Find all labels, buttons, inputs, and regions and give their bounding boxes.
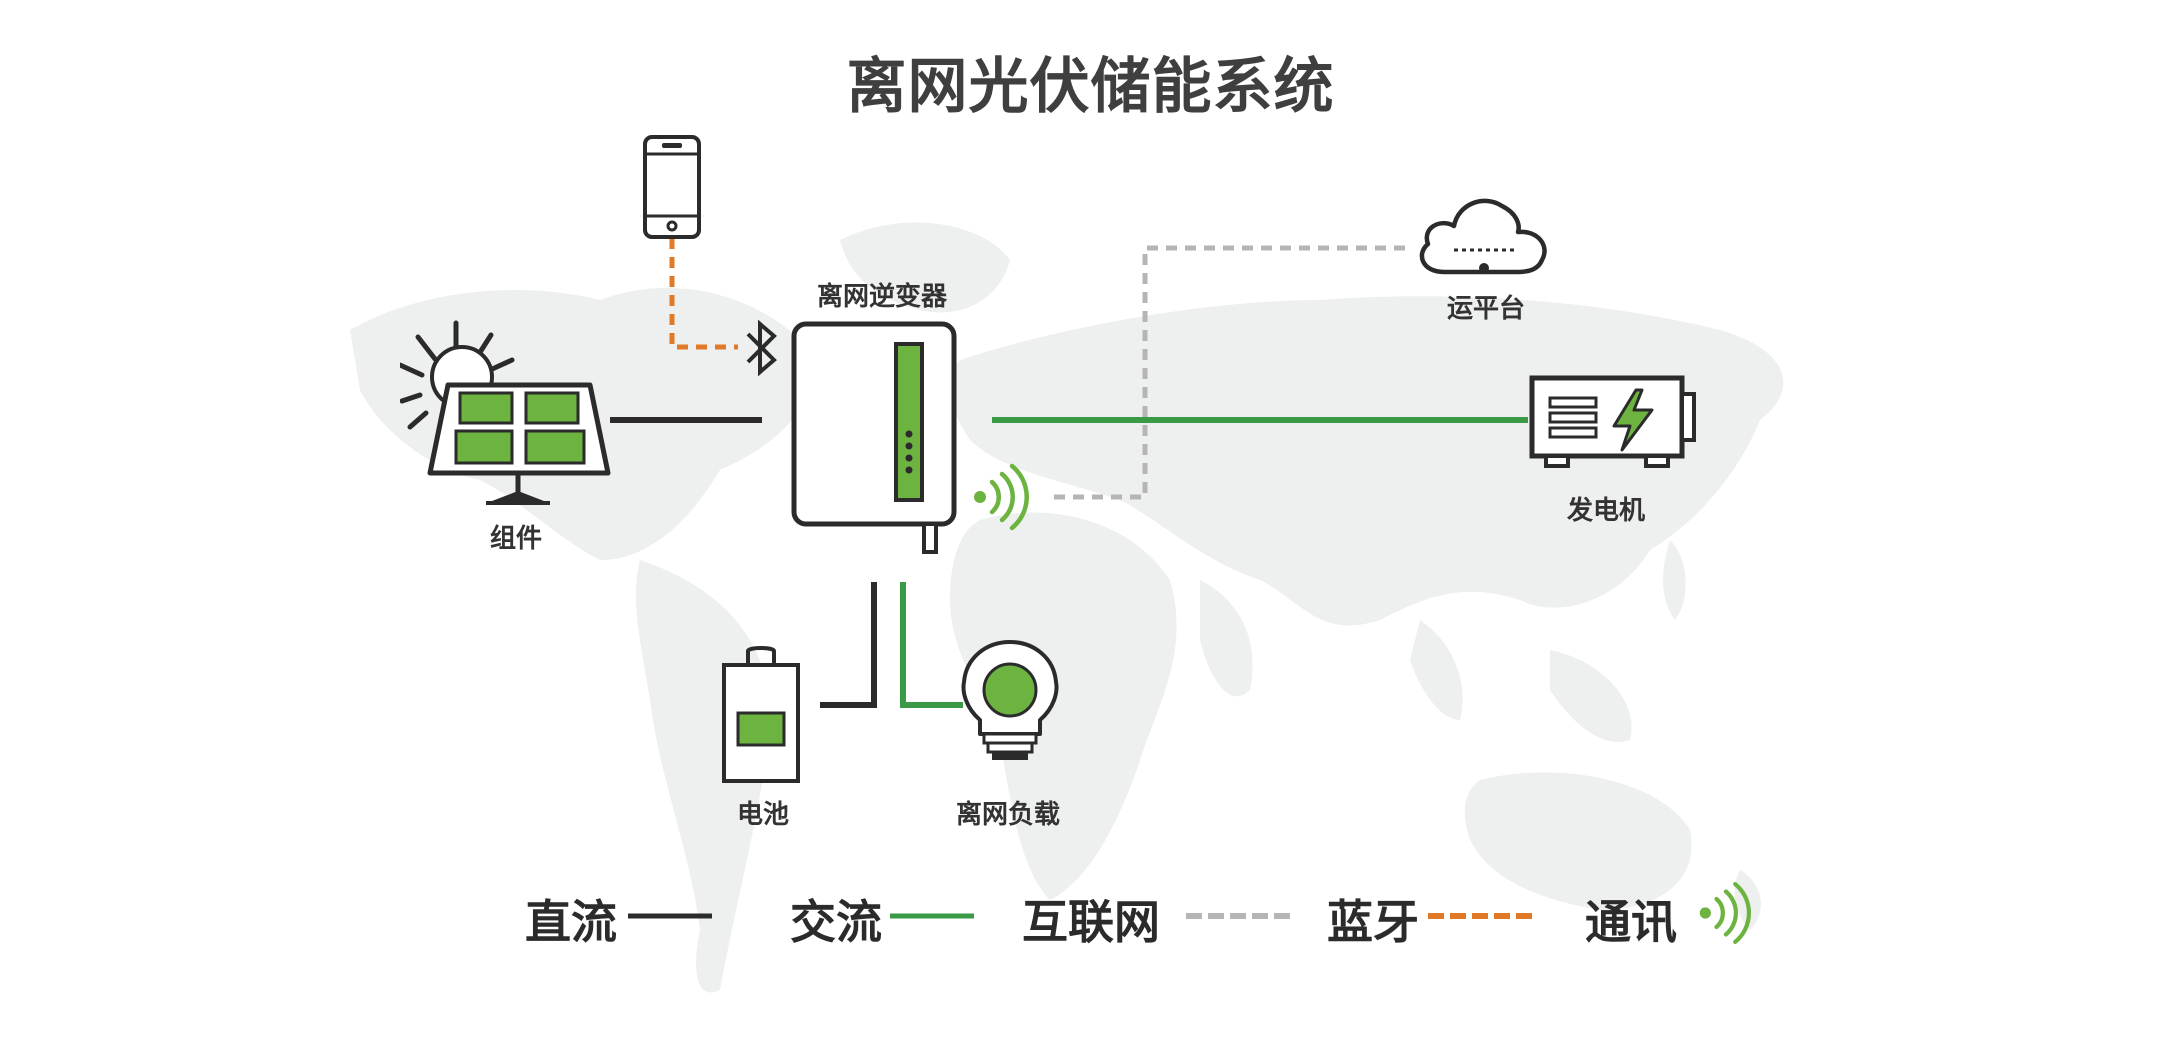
inverter-label: 离网逆变器 (816, 282, 948, 312)
wireless-signal-icon (974, 463, 1029, 531)
battery-label: 电池 (736, 800, 790, 830)
bulb-icon (961, 640, 1059, 760)
load-label: 离网负载 (955, 800, 1061, 830)
diagram-title: 离网光伏储能系统 (846, 52, 1335, 122)
solar-panel-label: 组件 (489, 524, 543, 554)
cloud-platform-icon (1419, 198, 1547, 275)
cloud-platform-label: 运平台 (1446, 294, 1526, 324)
generator-label: 发电机 (1566, 496, 1646, 526)
battery-icon (722, 646, 800, 783)
internet-line-inverter-cloud (1054, 245, 1410, 500)
bluetooth-line-phone-inverter (669, 238, 738, 350)
inverter-icon (791, 321, 957, 554)
bluetooth-icon (746, 319, 777, 377)
generator-icon (1529, 375, 1696, 468)
smartphone-icon (643, 135, 701, 239)
ac-line-inverter-load (900, 582, 963, 708)
solar-panel-icon (400, 320, 611, 505)
dc-line-inverter-battery (820, 582, 877, 708)
